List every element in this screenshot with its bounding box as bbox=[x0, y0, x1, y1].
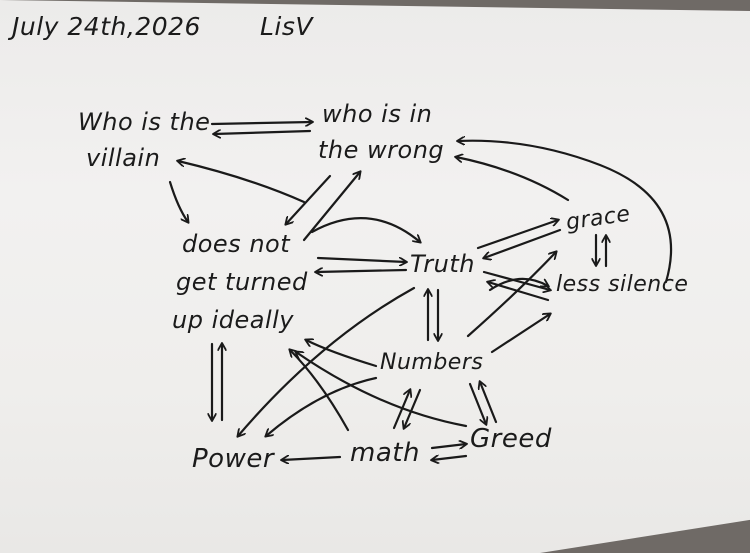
arrow-greed-to-numbers bbox=[480, 382, 498, 424]
arrow-numbers-to-math bbox=[404, 388, 422, 428]
power-node: Power bbox=[192, 444, 275, 474]
arrow-grace-to-truth bbox=[484, 228, 562, 258]
wrong-question-line1: who is in bbox=[322, 100, 433, 128]
author-text: LisV bbox=[260, 12, 314, 41]
arrow-truth-to-turned bbox=[316, 270, 408, 272]
arrow-truth-to-silence bbox=[482, 270, 550, 290]
arrow-villain-to-wrong bbox=[210, 122, 312, 124]
arrow-numbers-to-power bbox=[266, 376, 378, 436]
arrow-numbers-to-greed bbox=[468, 382, 486, 424]
arrow-wrong-to-villain bbox=[214, 131, 312, 134]
truth-node: Truth bbox=[410, 250, 475, 278]
arrow-wrong-to-turned bbox=[286, 174, 332, 224]
arrow-silence-to-wrong bbox=[458, 141, 673, 284]
arrow-curve-over-truth bbox=[310, 217, 420, 242]
numbers-node: Numbers bbox=[380, 350, 484, 375]
arrow-grace-to-wrong bbox=[456, 157, 570, 202]
villain-question-line1: Who is the bbox=[78, 108, 211, 136]
arrow-math-to-greed bbox=[430, 444, 466, 448]
arrow-truth-to-grace bbox=[476, 220, 558, 250]
arrow-numbers-to-silence bbox=[490, 314, 550, 354]
arrow-turned-to-villain bbox=[178, 161, 306, 204]
greed-node: Greed bbox=[470, 424, 552, 454]
math-node: math bbox=[350, 438, 420, 468]
less-silence-node: less silence bbox=[556, 272, 689, 297]
turned-line1: does not bbox=[182, 230, 291, 258]
wrong-question-line2: the wrong bbox=[318, 136, 445, 164]
arrow-math-to-power bbox=[282, 457, 342, 460]
arrow-greed-to-math bbox=[432, 456, 468, 460]
arrow-turned-to-wrong bbox=[302, 172, 360, 242]
arrow-numbers-to-grace bbox=[466, 252, 556, 338]
arrow-truth-to-power bbox=[238, 286, 416, 436]
arrow-villain-to-turned bbox=[168, 180, 188, 222]
arrow-power-to-silence bbox=[488, 277, 548, 292]
villain-question-line2: villain bbox=[86, 144, 161, 172]
arrow-greed-to-turned bbox=[296, 352, 468, 428]
arrow-numbers-to-turned bbox=[306, 340, 378, 368]
turned-line3: up ideally bbox=[172, 306, 294, 334]
arrow-math-to-numbers bbox=[392, 390, 410, 430]
date-text: July 24th,2026 bbox=[12, 12, 201, 41]
turned-line2: get turned bbox=[176, 268, 308, 296]
arrow-turned-to-truth bbox=[316, 256, 406, 262]
